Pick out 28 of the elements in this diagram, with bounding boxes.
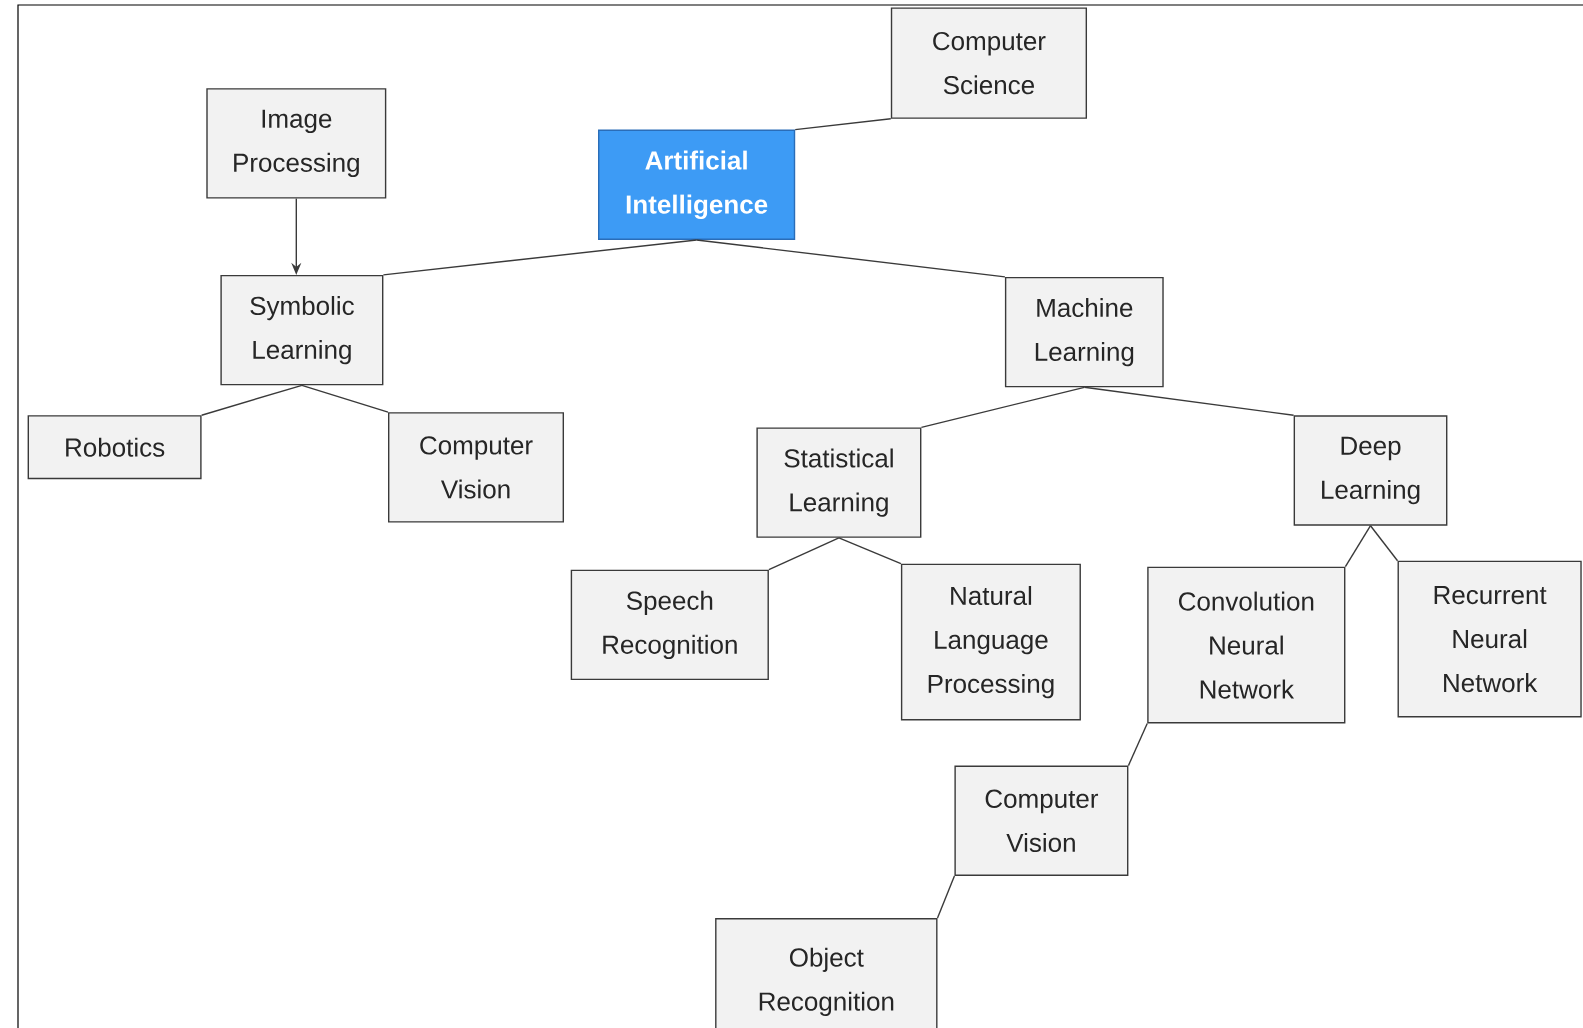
concept-box: Deep Learning <box>1293 415 1448 526</box>
concept-box: Natural Language Processing <box>900 563 1081 721</box>
connector-line <box>301 384 389 413</box>
concept-box: Computer Vision <box>388 412 564 523</box>
connector-line <box>768 537 840 571</box>
concept-box: Convolution Neural Network <box>1147 566 1346 724</box>
highlighted-box: Artificial Intelligence <box>598 129 796 240</box>
connector-line <box>1127 722 1148 767</box>
concept-box: Recurrent Neural Network <box>1397 560 1582 718</box>
connector-line <box>1083 386 1295 416</box>
connector-line <box>1369 525 1399 562</box>
concept-box: Computer Science <box>890 7 1087 119</box>
connector-line <box>382 239 698 276</box>
concept-box: Computer Vision <box>954 765 1129 876</box>
connector-line <box>920 386 1085 429</box>
concept-box: Statistical Learning <box>756 427 922 538</box>
connector-line <box>936 875 956 919</box>
concept-box: Machine Learning <box>1004 276 1164 388</box>
connector-line <box>695 239 1006 278</box>
concept-box: Robotics <box>27 415 202 480</box>
connector-line <box>838 537 902 565</box>
concept-box: Object Recognition <box>715 918 938 1028</box>
concept-box: Symbolic Learning <box>220 274 384 386</box>
connector-line <box>200 384 303 416</box>
connector-line <box>794 118 892 131</box>
concept-box: Image Processing <box>206 88 387 199</box>
connector-line <box>1344 525 1372 568</box>
concept-box: Speech Recognition <box>570 569 769 681</box>
